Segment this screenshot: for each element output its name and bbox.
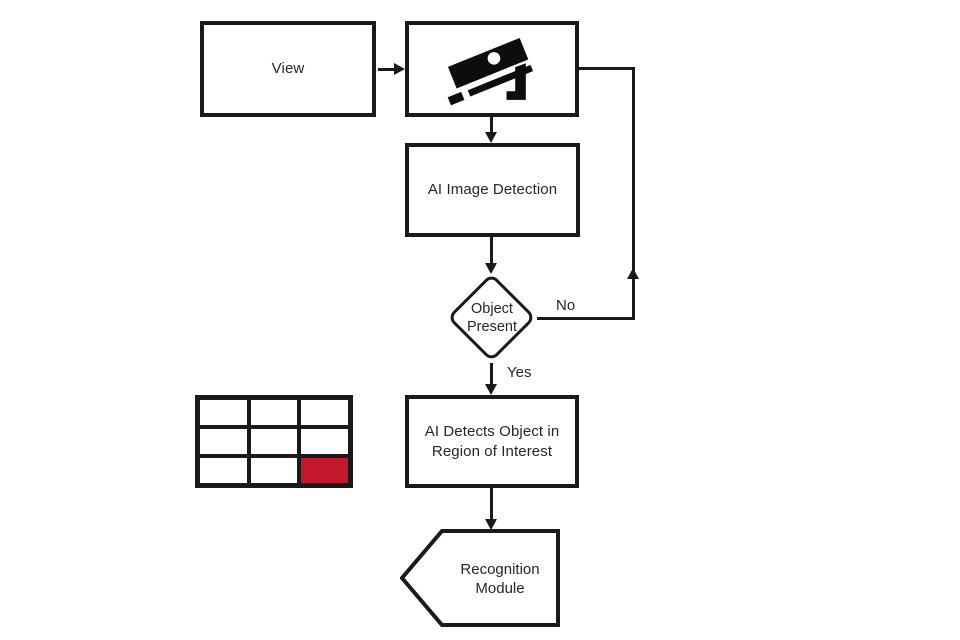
grid-cell-0-1	[250, 400, 298, 425]
edge-label-yes: Yes	[507, 364, 532, 381]
decision-label-line2: Present	[467, 318, 517, 335]
edge-no-vertical	[631, 66, 635, 320]
grid-cell-2-1	[250, 458, 298, 483]
roi-label-line2: Region of Interest	[431, 442, 553, 460]
arrowhead-detection-to-decision	[485, 263, 497, 274]
recognition-module-shape	[400, 529, 560, 627]
recognition-label-line2: Module	[475, 580, 525, 597]
edge-no-horizontal	[537, 316, 634, 320]
edge-yes-vertical	[489, 363, 493, 385]
grid-cell-1-2	[301, 429, 348, 454]
edge-no-return-to-camera	[578, 66, 635, 70]
roi-label-line1: AI Detects Object in	[424, 423, 560, 440]
arrowhead-view-to-camera	[394, 63, 405, 75]
edge-roi-to-recognition	[489, 488, 493, 520]
decision-diamond-label: Object Present	[442, 301, 542, 336]
edge-detection-to-decision	[489, 237, 493, 265]
grid-cell-0-2	[301, 400, 348, 425]
view-box-label: View	[271, 60, 305, 78]
edge-label-no: No	[556, 297, 576, 314]
ai-image-detection-box: AI Image Detection	[405, 143, 580, 237]
arrowhead-yes-down	[485, 384, 497, 395]
roi-detection-box: AI Detects Object in Region of Interest	[405, 395, 579, 488]
recognition-module-label: Recognition Module	[430, 560, 570, 598]
edge-view-to-camera	[378, 67, 396, 71]
recognition-label-line1: Recognition	[460, 561, 540, 578]
view-box: View	[200, 21, 376, 117]
arrowhead-camera-to-detection	[485, 132, 497, 143]
decision-label-line1: Object	[471, 301, 513, 317]
arrowhead-roi-to-recognition	[485, 519, 497, 530]
grid-cell-2-0	[200, 458, 247, 483]
grid-cell-0-0	[200, 400, 247, 425]
ai-image-detection-label: AI Image Detection	[427, 181, 558, 199]
arrowhead-no-up	[627, 268, 639, 279]
edge-camera-to-detection	[489, 117, 493, 134]
grid-cell-1-1	[250, 429, 298, 454]
camera-box	[405, 21, 579, 117]
roi-grid	[195, 395, 353, 488]
grid-cell-highlighted	[301, 458, 348, 483]
cctv-camera-icon	[447, 37, 534, 106]
grid-cell-1-0	[200, 429, 247, 454]
